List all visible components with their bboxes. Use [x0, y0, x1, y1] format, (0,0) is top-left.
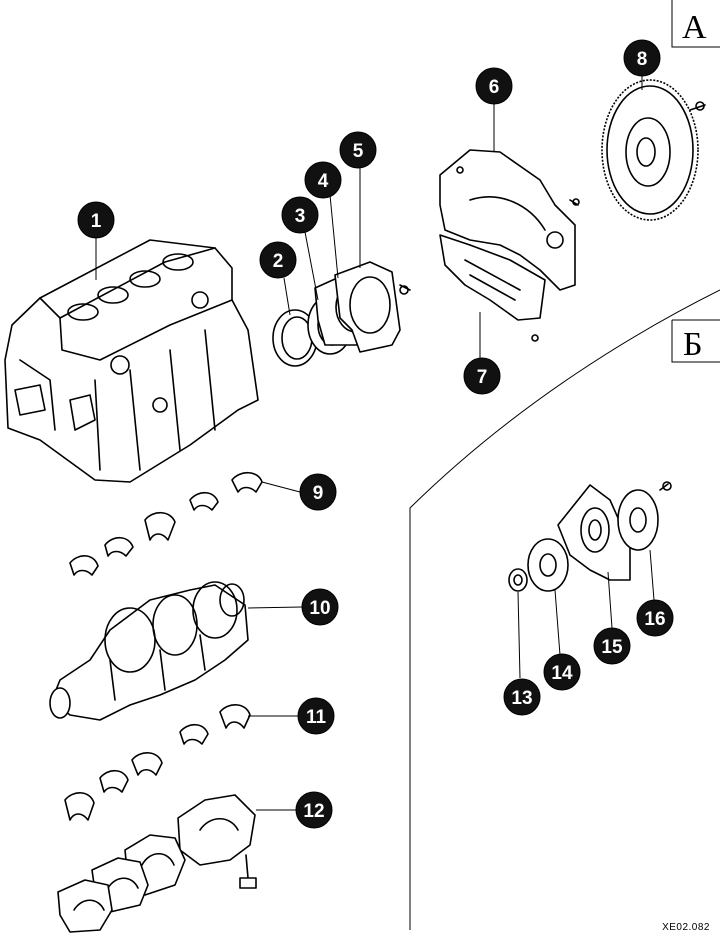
callout-10: 10 [301, 588, 339, 626]
section-b-divider [409, 289, 720, 930]
rear-cover [439, 234, 546, 342]
svg-text:8: 8 [637, 49, 648, 70]
reinforcement-plate [617, 481, 672, 551]
callout-3: 3 [281, 196, 319, 234]
svg-text:14: 14 [551, 663, 573, 684]
svg-text:15: 15 [601, 637, 623, 658]
svg-text:А: А [682, 9, 707, 46]
callout-11: 11 [297, 697, 335, 735]
callout-6: 6 [475, 67, 513, 105]
crankshaft [49, 581, 249, 721]
section-b-label: Б [671, 319, 720, 363]
svg-text:9: 9 [313, 483, 324, 504]
rod-bearing-shells [64, 704, 251, 821]
svg-text:1: 1 [91, 211, 102, 232]
callout-16: 16 [636, 599, 674, 637]
spacer-bushing [508, 568, 528, 592]
svg-text:12: 12 [303, 801, 324, 822]
callout-1: 1 [77, 201, 115, 239]
callout-13: 13 [503, 678, 541, 716]
svg-text:11: 11 [306, 707, 327, 728]
cylinder-block [4, 239, 259, 483]
leader-lines [95, 75, 655, 811]
figure-code: XE02.082 [662, 922, 710, 933]
svg-text:10: 10 [309, 598, 330, 619]
callout-14: 14 [543, 653, 581, 691]
flywheel [601, 79, 706, 221]
callout-8: 8 [623, 39, 661, 77]
svg-text:3: 3 [295, 206, 306, 227]
svg-text:4: 4 [318, 171, 329, 192]
main-bearing-shells [69, 471, 263, 576]
svg-text:16: 16 [644, 609, 665, 630]
callout-15: 15 [593, 627, 631, 665]
svg-text:Б: Б [683, 326, 703, 363]
callout-12: 12 [295, 791, 333, 829]
callout-2: 2 [259, 241, 297, 279]
svg-text:7: 7 [477, 367, 488, 388]
svg-text:5: 5 [353, 141, 364, 162]
rear-plate [439, 149, 580, 291]
main-bearing-caps [57, 794, 257, 933]
callout-7: 7 [463, 357, 501, 395]
svg-text:13: 13 [511, 688, 532, 709]
callout-5: 5 [339, 131, 377, 169]
svg-text:6: 6 [489, 77, 500, 98]
drive-plate [557, 484, 631, 581]
section-a-label: А [671, 0, 720, 48]
svg-text:2: 2 [273, 251, 284, 272]
seal-holder [334, 261, 411, 353]
adapter-plate [527, 538, 569, 592]
callout-4: 4 [304, 161, 342, 199]
callout-9: 9 [299, 473, 337, 511]
